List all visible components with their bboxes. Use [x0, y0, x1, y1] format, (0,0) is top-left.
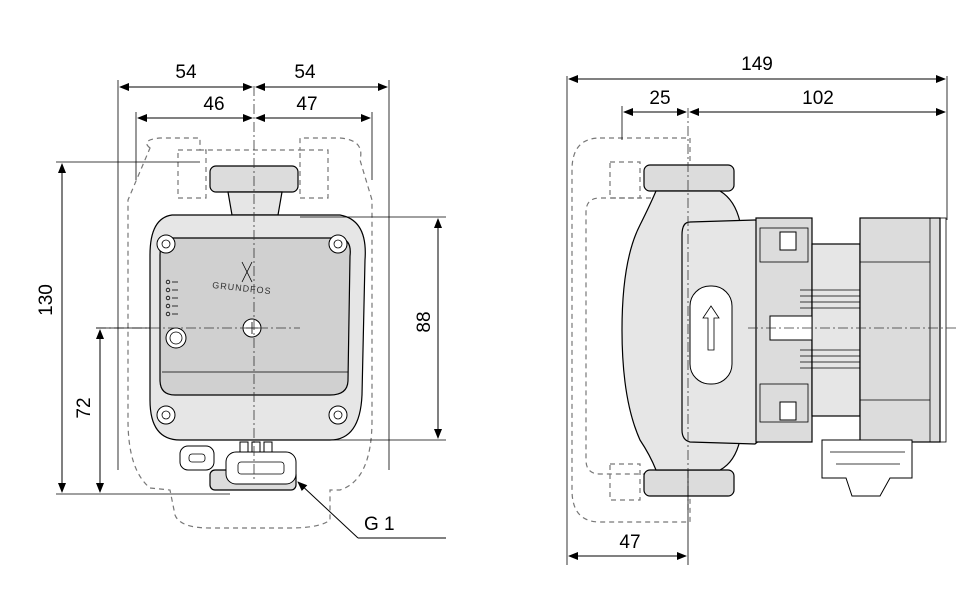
- dim-bottom: 47: [619, 532, 640, 553]
- dim-left-segment: 25: [649, 88, 670, 109]
- front-neck: [227, 191, 283, 216]
- side-insulation-outline: [571, 137, 691, 523]
- front-logo-icon: [241, 261, 253, 283]
- side-stator: [811, 243, 861, 417]
- front-signal-plug: [225, 451, 297, 485]
- thread-label: G 1: [364, 514, 395, 535]
- side-cooling-fins: [800, 289, 860, 369]
- front-screws: [156, 234, 348, 425]
- front-inlet-dashed: [177, 149, 207, 199]
- front-insulation-outline: [127, 137, 373, 529]
- front-indicator-leds: [165, 279, 178, 317]
- dim-top-right: 54: [294, 62, 316, 83]
- dim-height-total: 130: [36, 284, 57, 316]
- dim-height-lower: 72: [74, 397, 95, 418]
- dim-total-length: 149: [741, 54, 773, 75]
- side-arrow-panel: [689, 285, 733, 385]
- front-power-plug: [179, 445, 215, 471]
- dim-top-left: 54: [175, 62, 197, 83]
- dim-inner-left: 46: [203, 94, 224, 115]
- dim-height-right: 88: [414, 311, 435, 332]
- front-view: GRUNDFOS: [36, 62, 446, 539]
- front-control-button: [165, 327, 187, 349]
- front-control-panel: [159, 237, 351, 396]
- side-top-port: [643, 164, 735, 192]
- side-flow-arrow-icon: [702, 305, 720, 351]
- side-cable-connector: [821, 439, 913, 497]
- dim-inner-right: 47: [296, 94, 317, 115]
- front-outlet-dashed: [299, 149, 329, 199]
- side-end-cap: [859, 217, 941, 443]
- side-view: 149 25 102 47: [566, 54, 956, 565]
- side-bottom-port: [643, 469, 735, 497]
- dim-right-segment: 102: [802, 88, 834, 109]
